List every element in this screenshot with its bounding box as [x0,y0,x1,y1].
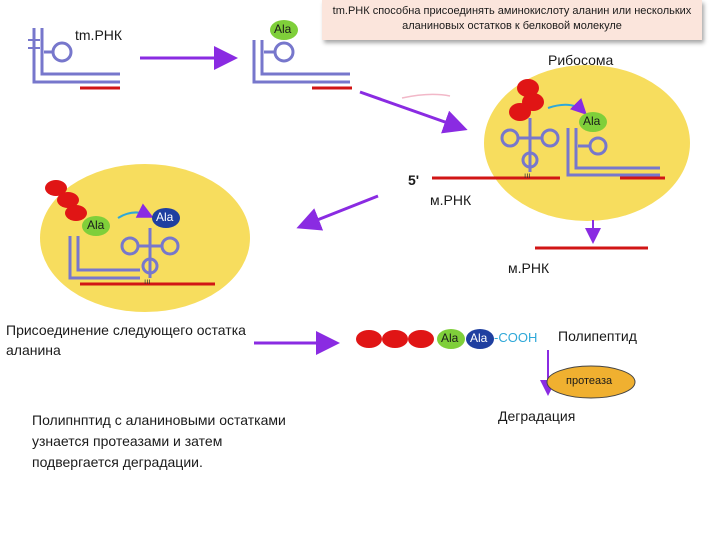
recognition-caption: Полипнптид с аланиновыми остатками узнае… [32,412,286,470]
faint-path [401,93,451,99]
arrow-2 [359,90,468,134]
five-prime-label: 5' [408,172,420,188]
tmrna-label: tm.РНК [75,27,123,43]
tmrna-in-ribosome [566,128,660,177]
peptide-beads-left [45,180,87,221]
peptide-beads-top [509,79,544,121]
addition-caption: Присоединение следующего остатка аланина [6,322,246,358]
degradation-label: Деградация [498,408,576,424]
ala-label-chain-2: Ala [470,331,488,345]
ribosome-label: Рибосома [548,52,614,68]
mrna-label-right: м.РНК [508,260,550,276]
ala-bead-top [579,112,607,132]
ala-bead-left-blue [152,208,180,228]
transfer-arrow-top [547,97,587,115]
ala-bead-left [82,216,110,236]
polypeptide-label: Полипептид [558,328,637,344]
ala-bead-2 [270,20,298,40]
polypeptide-chain [356,329,494,349]
tmrna-molecule-1 [28,28,120,90]
ala-label-2: Ala [274,22,292,36]
info-callout: tm.РНК способна присоединять аминокислот… [322,0,702,40]
mrna-label-top: м.РНК [430,192,472,208]
codon-marks-left: ııı [144,277,151,286]
tmrna-in-left-ribosome [68,236,140,280]
protease-label: протеаза [566,375,613,387]
ala-label-chain-1: Ala [441,331,459,345]
protease-blob [546,365,636,399]
tmrna-molecule-2 [252,40,352,90]
cooh-label: -COOH [494,330,538,345]
arrow-3 [296,194,379,231]
trna-cloverleaf-top [500,118,560,172]
transfer-arrow-left [117,203,154,219]
ribosome-left [40,164,250,312]
trna-cloverleaf-left [120,228,180,278]
codon-marks-top: ııı [524,171,531,180]
ala-label-left: Ala [87,218,105,232]
ala-label-left-blue: Ala [156,210,174,224]
ala-label-top: Ala [583,114,601,128]
